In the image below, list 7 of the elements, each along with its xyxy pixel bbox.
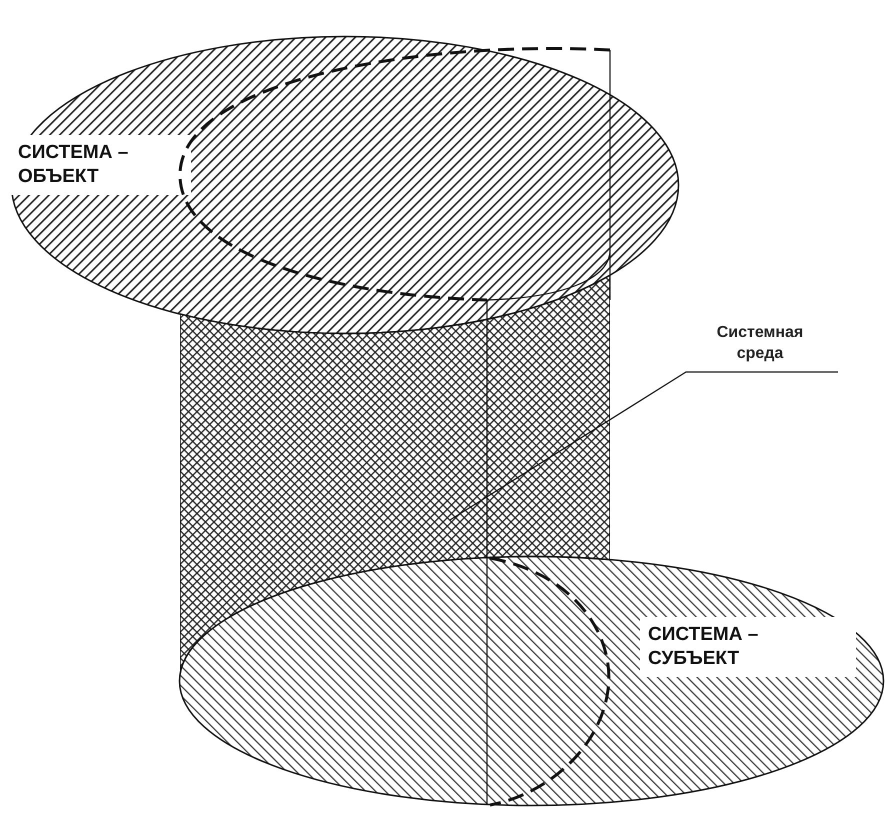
hatched-ellipse bbox=[178, 555, 885, 807]
crosshatched-cylinder-body bbox=[180, 275, 610, 675]
leader-line bbox=[450, 371, 838, 520]
system-label: СИСТЕМА – СУБЪЕКТ bbox=[640, 617, 856, 677]
system-label: СИСТЕМА – ОБЪЕКТ bbox=[10, 135, 191, 195]
callout-text: Системная среда bbox=[700, 322, 820, 364]
hatched-ellipse bbox=[10, 35, 680, 335]
